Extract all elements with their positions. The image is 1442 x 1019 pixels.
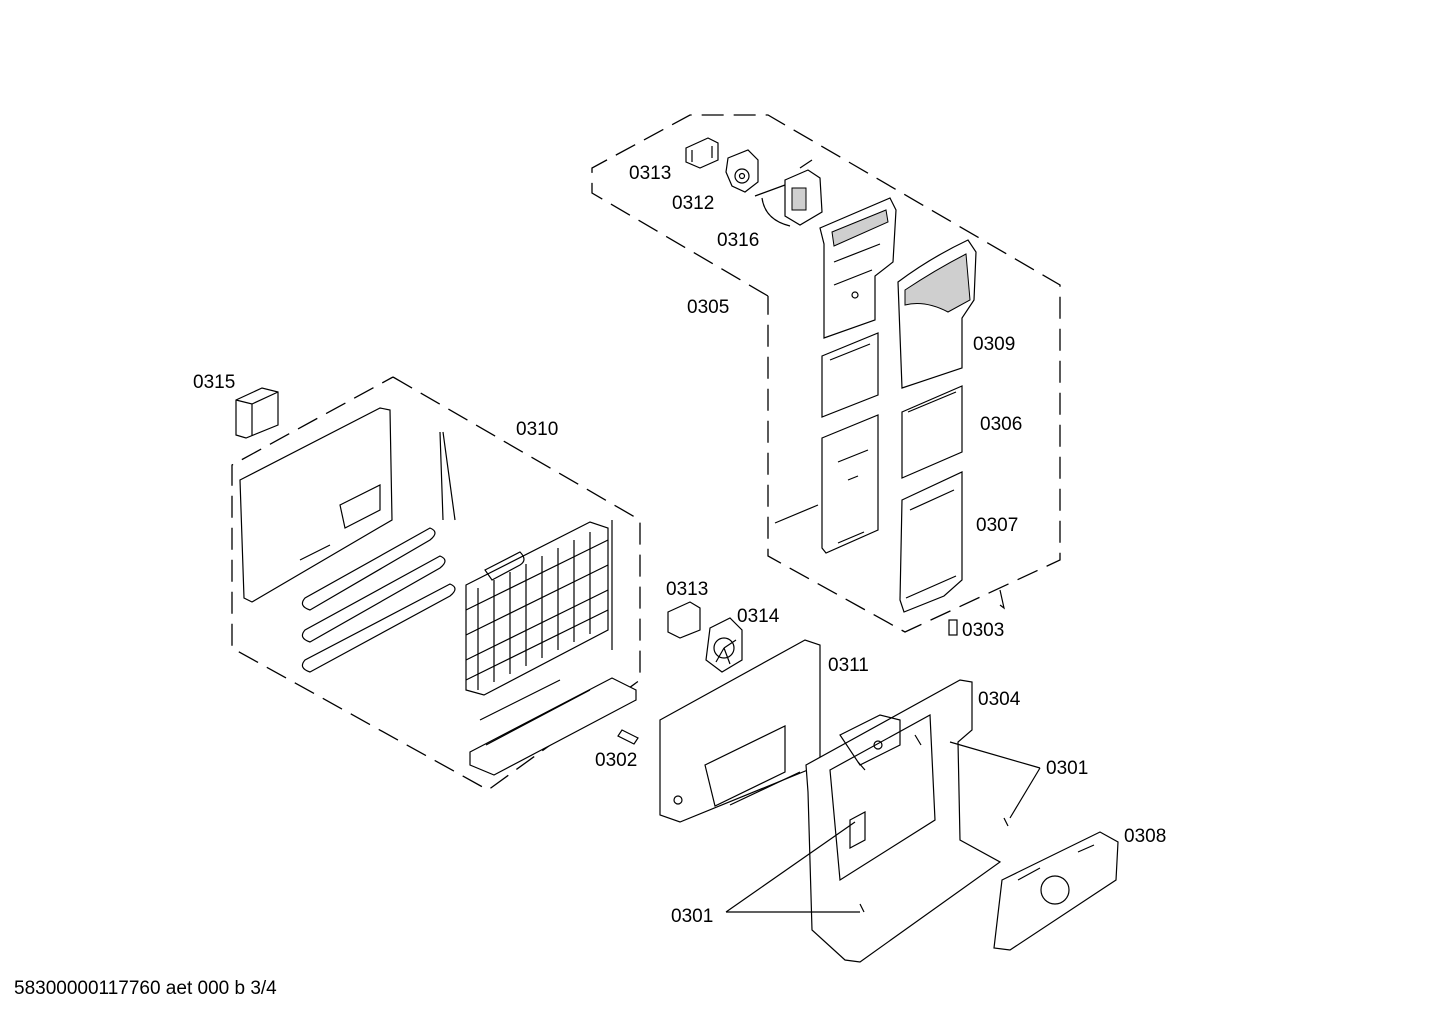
label-0309: 0309 [973,334,1015,355]
label-0315: 0315 [193,372,235,393]
part-0305-duct-low [821,414,879,554]
label-0316: 0316 [717,230,759,251]
part-0308-control-panel [993,831,1119,951]
label-0301-left: 0301 [671,906,713,927]
label-0312: 0312 [672,193,714,214]
part-0310-drip-tray [469,677,637,776]
part-0306-panel [901,385,963,479]
part-0305-duct-mid [821,332,879,418]
part-0314-fan [705,617,743,673]
group-outline-upper [591,114,1061,633]
part-0313-bracket-top [685,137,719,169]
label-0307: 0307 [976,515,1018,536]
label-0314: 0314 [737,606,780,627]
part-0305-rod [774,504,819,524]
label-0304: 0304 [978,689,1021,710]
part-0310-evaporator [465,520,613,696]
label-0303: 0303 [962,620,1004,641]
part-0305-duct-upper [819,197,897,339]
leader-lines [725,741,1041,913]
label-0310: 0310 [516,419,558,440]
part-0310-heater-loops [301,527,456,673]
part-0313-bracket-mid [667,601,701,639]
part-0307-panel [899,471,963,613]
part-0312-motor [725,149,759,193]
label-0313-mid: 0313 [666,579,708,600]
part-0303-clip [948,589,1005,636]
label-0308: 0308 [1124,826,1166,847]
label-0302: 0302 [595,750,637,771]
part-0310-backplate [239,407,456,603]
part-0301-screws [857,734,1009,913]
part-0309-panel [897,239,977,389]
part-0304-frame [805,679,1002,963]
document-footer-code: 58300000117760 aet 000 b 3/4 [14,978,277,999]
label-0301-right: 0301 [1046,758,1088,779]
part-0302-pin [617,729,639,745]
label-0313-top: 0313 [629,163,671,184]
label-0305: 0305 [687,297,729,318]
label-0311: 0311 [828,655,869,676]
part-0311-cover [659,639,821,823]
label-0306: 0306 [980,414,1022,435]
group-outline-evaporator [231,376,641,791]
part-0316-fan-assembly [754,159,823,227]
part-0315-box [235,387,279,439]
